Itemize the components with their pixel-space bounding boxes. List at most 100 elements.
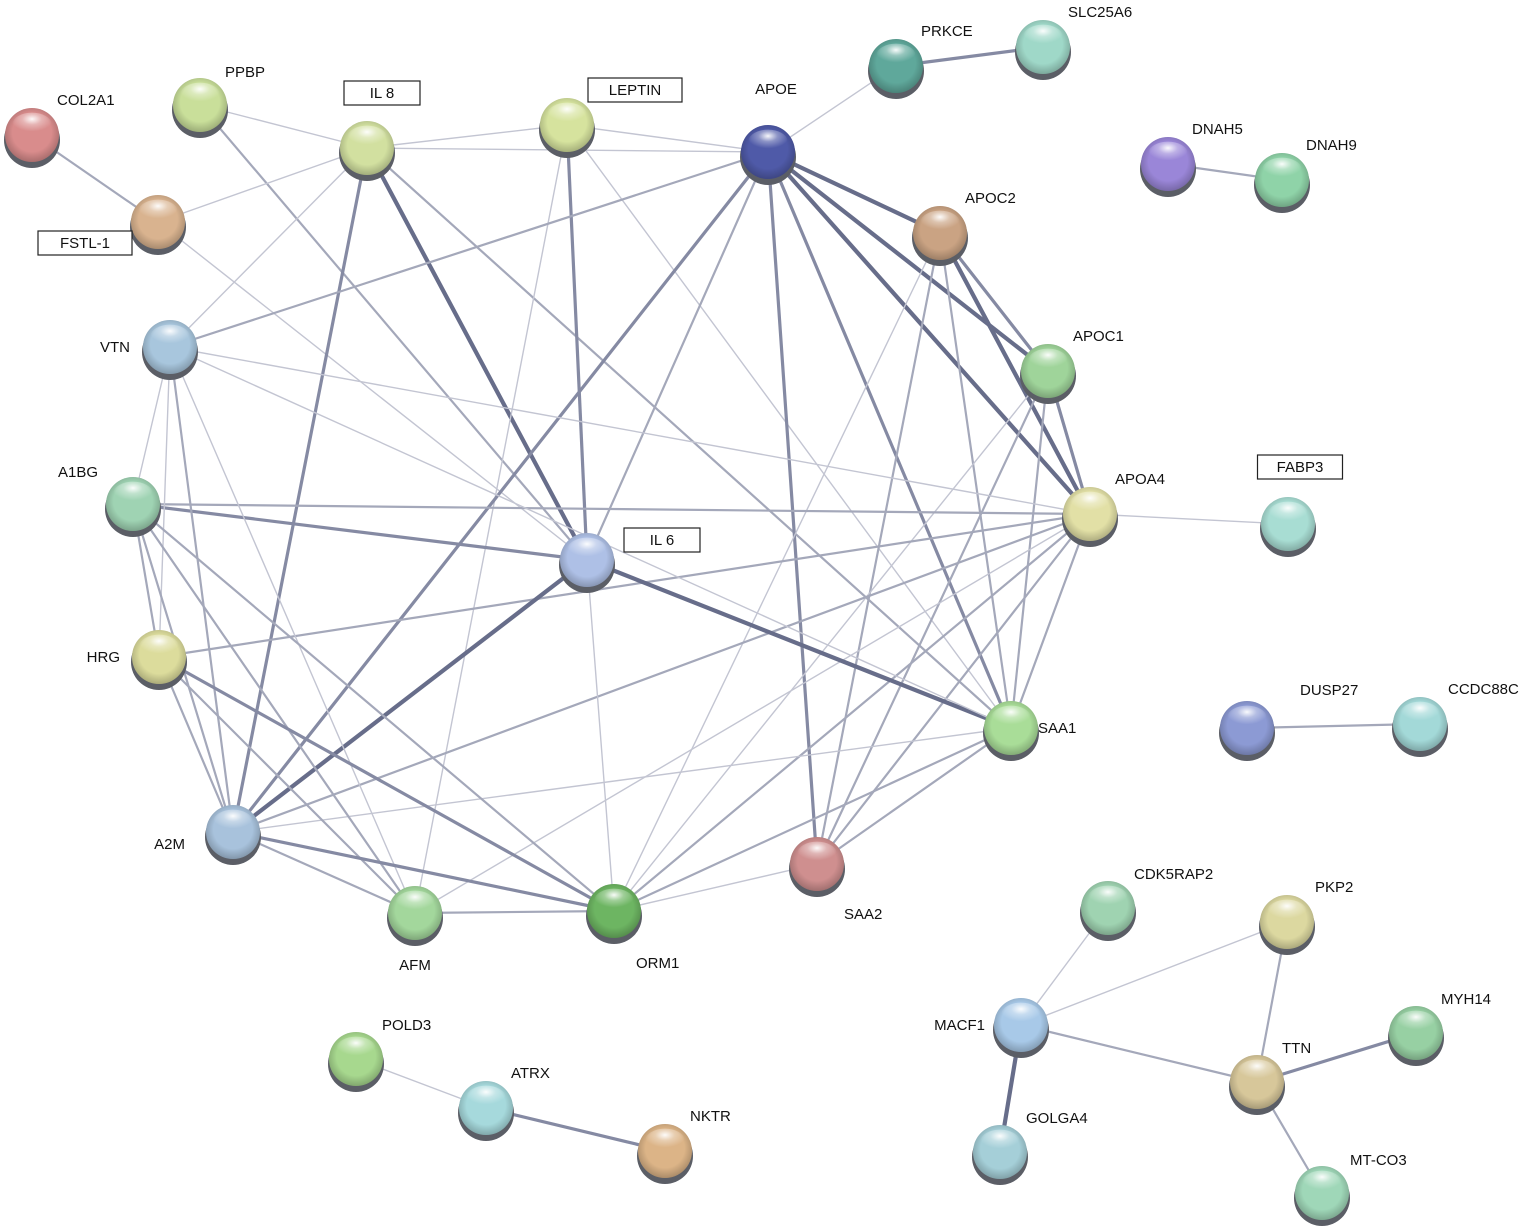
node-label-macf1: MACF1 bbox=[934, 1017, 985, 1034]
edge-fstl1-il8 bbox=[157, 147, 368, 223]
edge-vtn-afm bbox=[169, 346, 416, 914]
node-col2a1[interactable]: COL2A1 bbox=[4, 92, 115, 168]
edge-saa1-orm1 bbox=[612, 726, 1013, 913]
node-ccdc88c[interactable]: CCDC88C bbox=[1392, 681, 1519, 757]
node-highlight bbox=[1148, 141, 1188, 165]
edge-apoe-saa1 bbox=[766, 150, 1013, 730]
node-apoe[interactable]: APOE bbox=[740, 81, 797, 185]
node-label-box bbox=[343, 80, 421, 106]
node-prkce[interactable]: PRKCE bbox=[868, 23, 973, 99]
edge-apoa4-vtn bbox=[169, 346, 1091, 515]
node-highlight bbox=[1262, 157, 1302, 181]
node-label-apoa4: APOA4 bbox=[1115, 471, 1165, 488]
node-dusp27[interactable]: DUSP27 bbox=[1219, 682, 1358, 761]
edge-il6-a1bg bbox=[131, 502, 589, 562]
node-pkp2[interactable]: PKP2 bbox=[1259, 879, 1353, 955]
node-orm1[interactable]: ORM1 bbox=[586, 884, 679, 972]
node-label-il6: IL 6 bbox=[650, 532, 674, 549]
node-saa1[interactable]: SAA1 bbox=[983, 701, 1076, 761]
edge-leptin-il6 bbox=[565, 123, 589, 562]
node-pold3[interactable]: POLD3 bbox=[328, 1017, 431, 1092]
node-label-box bbox=[37, 230, 133, 256]
node-label-box bbox=[1256, 454, 1344, 480]
node-label-apoc1: APOC1 bbox=[1073, 328, 1124, 345]
node-il8[interactable]: IL 8 bbox=[339, 80, 421, 181]
edge-apoe-saa2 bbox=[766, 150, 819, 866]
node-label-hrg: HRG bbox=[87, 649, 120, 666]
edge-macf1-pkp2 bbox=[1020, 921, 1288, 1026]
node-dnah9[interactable]: DNAH9 bbox=[1254, 137, 1357, 213]
edge-il8-saa1 bbox=[365, 146, 1013, 730]
node-atrx[interactable]: ATRX bbox=[458, 1065, 550, 1141]
node-cdk5rap2[interactable]: CDK5RAP2 bbox=[1080, 866, 1213, 941]
node-leptin[interactable]: LEPTIN bbox=[539, 77, 683, 158]
node-nktr[interactable]: NKTR bbox=[637, 1108, 731, 1184]
node-label-saa1: SAA1 bbox=[1038, 720, 1076, 737]
edge-leptin-saa1 bbox=[566, 124, 1012, 729]
node-label-ttn: TTN bbox=[1282, 1040, 1311, 1057]
node-highlight bbox=[1268, 501, 1308, 525]
node-highlight bbox=[1070, 491, 1110, 515]
edge-saa1-saa2 bbox=[815, 726, 1013, 866]
node-ppbp[interactable]: PPBP bbox=[172, 64, 265, 138]
node-ttn[interactable]: TTN bbox=[1229, 1040, 1311, 1115]
node-highlight bbox=[547, 102, 587, 126]
node-label-atrx: ATRX bbox=[511, 1065, 550, 1082]
node-fstl1[interactable]: FSTL-1 bbox=[37, 195, 186, 256]
node-saa2[interactable]: SAA2 bbox=[789, 837, 882, 923]
node-label-dnah9: DNAH9 bbox=[1306, 137, 1357, 154]
edge-fstl1-il6 bbox=[157, 221, 588, 561]
node-apoc1[interactable]: APOC1 bbox=[1020, 328, 1124, 404]
node-highlight bbox=[150, 324, 190, 348]
node-label-fabp3: FABP3 bbox=[1277, 459, 1324, 476]
node-apoa4[interactable]: APOA4 bbox=[1062, 471, 1165, 547]
node-golga4[interactable]: GOLGA4 bbox=[972, 1110, 1088, 1185]
node-macf1[interactable]: MACF1 bbox=[934, 998, 1049, 1058]
node-il6[interactable]: IL 6 bbox=[559, 527, 701, 593]
node-a1bg[interactable]: A1BG bbox=[58, 464, 161, 537]
node-label-slc25a6: SLC25A6 bbox=[1068, 4, 1132, 21]
node-highlight bbox=[797, 841, 837, 865]
edge-apoa4-fabp3 bbox=[1089, 513, 1289, 525]
edge-apoc2-saa2 bbox=[815, 231, 942, 866]
node-label-il8: IL 8 bbox=[370, 85, 394, 102]
node-highlight bbox=[12, 112, 52, 136]
node-label-pold3: POLD3 bbox=[382, 1017, 431, 1034]
node-label-mtco3: MT-CO3 bbox=[1350, 1152, 1407, 1169]
node-highlight bbox=[1302, 1170, 1342, 1194]
node-myh14[interactable]: MYH14 bbox=[1388, 991, 1491, 1066]
edge-apoe-il6 bbox=[585, 150, 770, 562]
edge-il8-a2m bbox=[231, 146, 369, 834]
node-highlight bbox=[1396, 1010, 1436, 1034]
node-dnah5[interactable]: DNAH5 bbox=[1140, 121, 1243, 197]
edge-hrg-afm bbox=[157, 655, 417, 915]
edge-saa2-orm1 bbox=[613, 863, 818, 912]
edge-il6-saa1 bbox=[584, 557, 1014, 731]
edge-hrg-orm1 bbox=[157, 655, 616, 913]
edge-il8-il6 bbox=[364, 145, 590, 563]
node-hrg[interactable]: HRG bbox=[87, 630, 187, 690]
node-label-golga4: GOLGA4 bbox=[1026, 1110, 1088, 1127]
node-label-a1bg: A1BG bbox=[58, 464, 98, 481]
edge-a2m-orm1 bbox=[231, 830, 616, 913]
node-mtco3[interactable]: MT-CO3 bbox=[1294, 1152, 1407, 1226]
node-label-leptin: LEPTIN bbox=[609, 82, 662, 99]
edge-a1bg-orm1 bbox=[131, 502, 616, 913]
node-afm[interactable]: AFM bbox=[387, 886, 443, 974]
node-highlight bbox=[395, 890, 435, 914]
node-label-col2a1: COL2A1 bbox=[57, 92, 115, 109]
node-label-box bbox=[587, 77, 683, 103]
edge-vtn-a2m bbox=[168, 345, 235, 834]
node-slc25a6[interactable]: SLC25A6 bbox=[1015, 4, 1132, 80]
node-apoc2[interactable]: APOC2 bbox=[912, 190, 1016, 266]
node-highlight bbox=[920, 210, 960, 234]
node-label-myh14: MYH14 bbox=[1441, 991, 1491, 1008]
edge-leptin-afm bbox=[414, 124, 568, 914]
node-a2m[interactable]: A2M bbox=[154, 805, 261, 865]
edge-apoc2-saa1 bbox=[938, 231, 1013, 730]
node-highlight bbox=[1227, 705, 1267, 729]
node-highlight bbox=[466, 1085, 506, 1109]
edge-apoa4-a2m bbox=[231, 512, 1092, 834]
node-fabp3[interactable]: FABP3 bbox=[1256, 454, 1344, 557]
node-vtn[interactable]: VTN bbox=[100, 320, 198, 380]
